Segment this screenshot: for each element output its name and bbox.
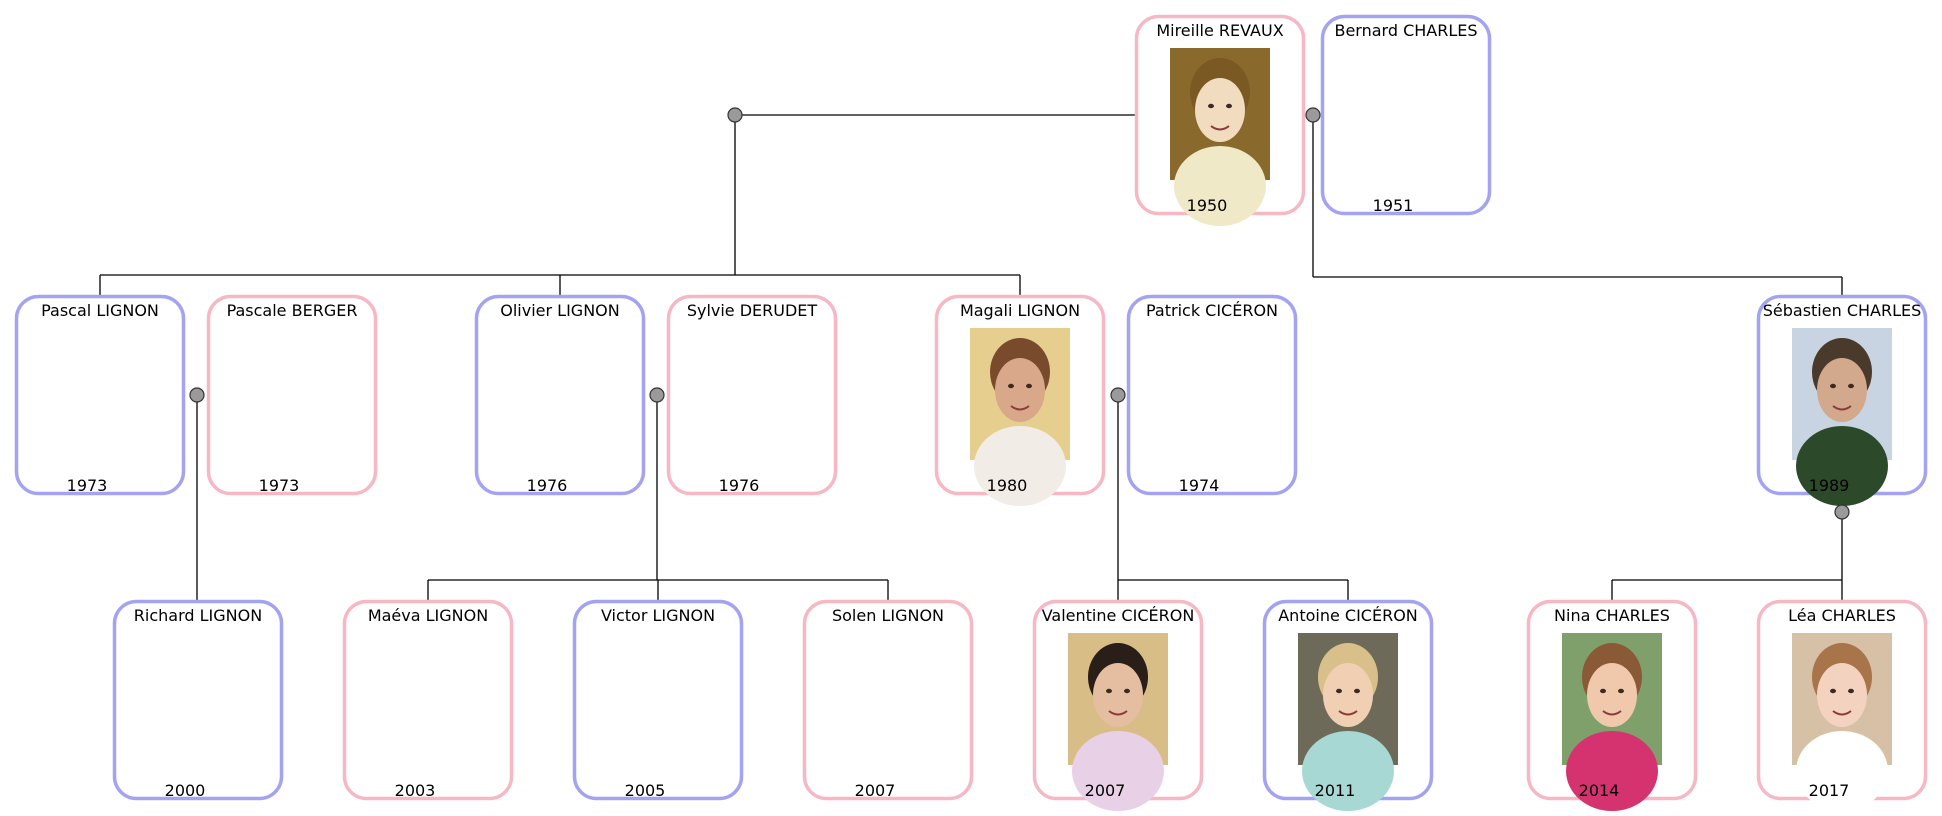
person-card-sylvie[interactable]: Sylvie DERUDET 1976 [666, 294, 838, 496]
birth-year: 1989 [1809, 476, 1850, 495]
person-card-olivier[interactable]: Olivier LIGNON 1976 [474, 294, 646, 496]
portrait-photo [1792, 328, 1892, 506]
connector-lines [99, 114, 1843, 600]
card-border [112, 599, 284, 801]
portrait-photo [970, 328, 1070, 506]
union-dots [189, 107, 1850, 520]
card-border [666, 294, 838, 496]
union-node-sebastien-single[interactable] [1834, 504, 1850, 520]
birth-year: 1950 [1187, 196, 1228, 215]
birth-year: 2000 [165, 781, 206, 800]
person-name: Valentine CICÉRON [1042, 606, 1195, 625]
person-name: Solen LIGNON [832, 606, 944, 625]
union-node-mireille-first[interactable] [727, 107, 743, 123]
birth-year: 2003 [395, 781, 436, 800]
person-card-solen[interactable]: Solen LIGNON 2007 [802, 599, 974, 801]
person-card-maeva[interactable]: Maéva LIGNON 2003 [342, 599, 514, 801]
birth-year: 2017 [1809, 781, 1850, 800]
person-card-mireille[interactable]: Mireille REVAUX 1950 [1134, 14, 1306, 227]
person-card-magali[interactable]: Magali LIGNON 1980 [934, 294, 1106, 507]
person-name: Magali LIGNON [960, 301, 1080, 320]
card-border [1320, 14, 1492, 216]
person-name: Olivier LIGNON [500, 301, 619, 320]
person-card-patrick[interactable]: Patrick CICÉRON 1974 [1126, 294, 1298, 496]
birth-year: 2007 [1085, 781, 1126, 800]
portrait-photo [1562, 633, 1662, 811]
portrait-photo [1170, 48, 1270, 226]
card-border [474, 294, 646, 496]
person-card-pascale[interactable]: Pascale BERGER 1973 [206, 294, 378, 496]
person-name: Nina CHARLES [1554, 606, 1670, 625]
card-border [14, 294, 186, 496]
person-name: Richard LIGNON [134, 606, 262, 625]
person-card-lea[interactable]: Léa CHARLES 2017 [1756, 599, 1928, 812]
birth-year: 2011 [1315, 781, 1356, 800]
union-node-mireille-bernard[interactable] [1305, 107, 1321, 123]
union-node-magali-patrick[interactable] [1110, 387, 1126, 403]
birth-year: 1980 [987, 476, 1028, 495]
portrait-photo [1792, 633, 1892, 811]
person-name: Bernard CHARLES [1334, 21, 1477, 40]
person-card-bernard[interactable]: Bernard CHARLES 1951 [1320, 14, 1492, 216]
card-border [206, 294, 378, 496]
person-card-nina[interactable]: Nina CHARLES 2014 [1526, 599, 1698, 812]
person-name: Pascale BERGER [227, 301, 358, 320]
card-border [572, 599, 744, 801]
person-name: Victor LIGNON [601, 606, 715, 625]
birth-year: 1973 [259, 476, 300, 495]
birth-year: 2005 [625, 781, 666, 800]
card-border [802, 599, 974, 801]
birth-year: 1951 [1373, 196, 1414, 215]
person-name: Patrick CICÉRON [1146, 301, 1278, 320]
person-card-antoine[interactable]: Antoine CICÉRON 2011 [1262, 599, 1434, 812]
birth-year: 2007 [855, 781, 896, 800]
person-name: Antoine CICÉRON [1278, 606, 1418, 625]
union-node-pascal-pascale[interactable] [189, 387, 205, 403]
person-name: Léa CHARLES [1788, 606, 1896, 625]
person-card-richard[interactable]: Richard LIGNON 2000 [112, 599, 284, 801]
portrait-photo [1068, 633, 1168, 811]
birth-year: 1974 [1179, 476, 1220, 495]
birth-year: 1973 [67, 476, 108, 495]
birth-year: 1976 [527, 476, 568, 495]
card-border [1126, 294, 1298, 496]
person-name: Maéva LIGNON [368, 606, 488, 625]
person-name: Mireille REVAUX [1156, 21, 1283, 40]
person-name: Sébastien CHARLES [1763, 301, 1922, 320]
person-card-valentine[interactable]: Valentine CICÉRON 2007 [1032, 599, 1204, 812]
person-card-pascal[interactable]: Pascal LIGNON 1973 [14, 294, 186, 496]
person-card-victor[interactable]: Victor LIGNON 2005 [572, 599, 744, 801]
person-name: Sylvie DERUDET [687, 301, 818, 320]
person-name: Pascal LIGNON [41, 301, 159, 320]
portrait-photo [1298, 633, 1398, 811]
person-cards: Mireille REVAUX 1950 Bernard CHARLES 1951Pa… [14, 14, 1928, 812]
birth-year: 2014 [1579, 781, 1620, 800]
card-border [342, 599, 514, 801]
birth-year: 1976 [719, 476, 760, 495]
union-node-olivier-sylvie[interactable] [649, 387, 665, 403]
person-card-sebastien[interactable]: Sébastien CHARLES 1989 [1756, 294, 1928, 507]
